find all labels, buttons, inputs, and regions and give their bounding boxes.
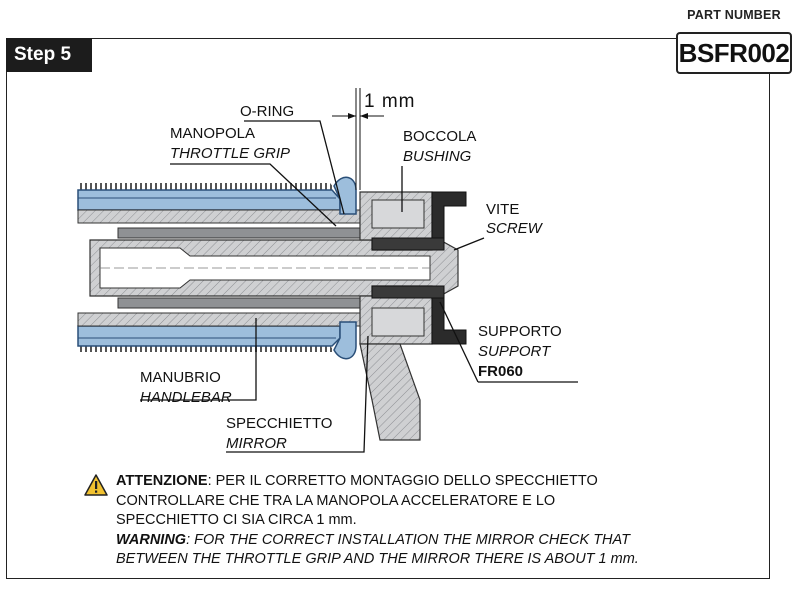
label-vite: VITE [486, 201, 519, 218]
dimension-label: 1 mm [364, 91, 416, 112]
warning-en-line2: BETWEEN THE THROTTLE GRIP AND THE MIRROR… [116, 551, 639, 567]
label-support-code: FR060 [478, 363, 523, 380]
label-boccola: BOCCOLA [403, 128, 476, 145]
handlebar-tube-bottom [77, 312, 369, 327]
expander-top [117, 227, 369, 239]
part-number-label: PART NUMBER [687, 8, 781, 22]
warning-it-line3: SPECCHIETTO CI SIA CIRCA 1 mm. [116, 512, 357, 528]
mirror-stem [359, 343, 421, 441]
label-supporto: SUPPORTO [478, 323, 562, 340]
label-throttle-grip: THROTTLE GRIP [170, 145, 290, 162]
label-manopola: MANOPOLA [170, 125, 255, 142]
label-manubrio: MANUBRIO [140, 369, 221, 386]
label-support: SUPPORT [478, 343, 552, 360]
handlebar-tube-top [77, 209, 369, 224]
dimension-1mm [332, 88, 384, 190]
step-badge: Step 5 [6, 38, 92, 72]
content-frame [6, 38, 770, 579]
leader-lines [140, 120, 578, 453]
expander-bottom [117, 297, 369, 309]
part-number-value: BSFR002 [676, 32, 792, 74]
warning-it-line2: CONTROLLARE CHE TRA LA MANOPOLA ACCELERA… [116, 492, 556, 509]
label-handlebar: HANDLEBAR [140, 389, 232, 406]
support [371, 191, 467, 345]
throttle-grip-bottom [77, 325, 341, 347]
throttle-grip-top [77, 189, 341, 211]
o-ring-bottom [333, 321, 357, 360]
warning-it-line1: ATTENZIONE: PER IL CORRETTO MONTAGGIO DE… [116, 473, 598, 489]
label-specchietto: SPECCHIETTO [226, 415, 332, 432]
label-mirror: MIRROR [226, 435, 287, 452]
grip-ribs-top [78, 183, 336, 190]
warning-en-line1: WARNING: FOR THE CORRECT INSTALLATION TH… [116, 531, 630, 548]
label-bushing: BUSHING [403, 148, 472, 165]
label-screw: SCREW [486, 220, 544, 237]
warning-triangle-icon [84, 474, 108, 496]
o-ring-top [333, 176, 357, 215]
grip-ribs-bottom [78, 346, 336, 352]
label-o-ring: O-RING [240, 103, 294, 120]
bushing [359, 191, 433, 345]
warning-text: ATTENZIONE: PER IL CORRETTO MONTAGGIO DE… [116, 472, 639, 570]
